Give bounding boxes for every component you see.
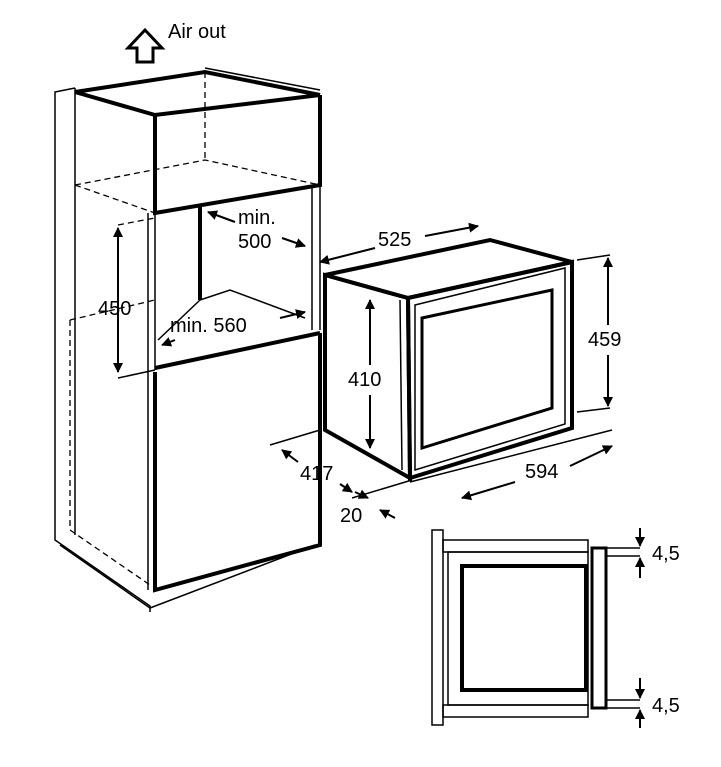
air-out-label: Air out <box>168 21 226 43</box>
dimension-min-560: min. 560 <box>170 315 247 337</box>
air-out-arrow-icon <box>124 27 166 64</box>
dimension-594: 594 <box>525 461 558 483</box>
dimension-min-500-a: min. <box>238 207 276 229</box>
dimension-417: 417 <box>300 463 333 485</box>
dimension-min-500-b: 500 <box>238 231 271 253</box>
microwave-oven <box>323 237 574 482</box>
dimension-525: 525 <box>378 229 411 251</box>
dimension-410: 410 <box>348 369 381 391</box>
gap-top-label: 4,5 <box>652 543 680 565</box>
section-view <box>431 529 640 726</box>
dimension-459: 459 <box>588 329 621 351</box>
dimension-20: 20 <box>340 505 362 527</box>
tall-cabinet <box>54 67 322 612</box>
gap-bottom-label: 4,5 <box>652 695 680 717</box>
dimension-450: 450 <box>98 298 131 320</box>
